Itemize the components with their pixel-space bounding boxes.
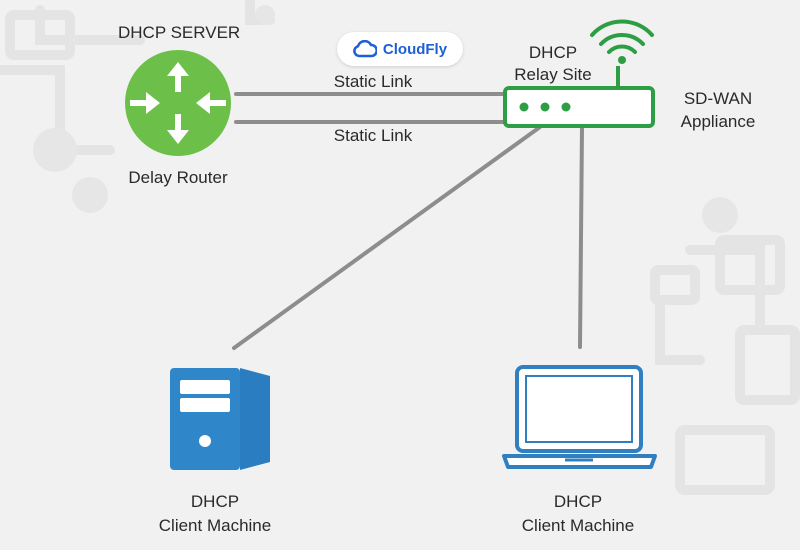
cloudfly-logo: CloudFly xyxy=(337,32,463,66)
laptop-client-label-line1: DHCP xyxy=(553,492,603,511)
wifi-icon xyxy=(590,19,654,64)
links xyxy=(232,92,584,350)
static-link-label-bottom: Static Link xyxy=(333,126,413,145)
background-circuit-decoration xyxy=(0,0,800,495)
laptop-icon xyxy=(502,365,657,469)
sd-wan-appliance-icon xyxy=(503,66,655,128)
router-icon xyxy=(125,50,231,156)
desktop-client-label-line2: Client Machine xyxy=(158,516,272,535)
cloud-icon xyxy=(352,40,377,58)
link-to-desktop xyxy=(232,125,542,350)
link-to-laptop xyxy=(578,125,584,349)
appliance-label-line2: Appliance xyxy=(680,112,756,131)
appliance-label-line1: SD-WAN xyxy=(683,89,753,108)
desktop-client-label-line1: DHCP xyxy=(190,492,240,511)
relay-label-line2: Relay Site xyxy=(514,65,592,84)
static-link-label-top: Static Link xyxy=(333,72,413,91)
laptop-client-label-line2: Client Machine xyxy=(521,516,635,535)
logo-text: CloudFly xyxy=(382,40,448,58)
relay-label-line1: DHCP xyxy=(528,43,578,62)
dhcp-server-label: DHCP SERVER xyxy=(118,23,241,42)
desktop-computer-icon xyxy=(170,368,270,470)
delay-router-label: Delay Router xyxy=(128,168,228,187)
